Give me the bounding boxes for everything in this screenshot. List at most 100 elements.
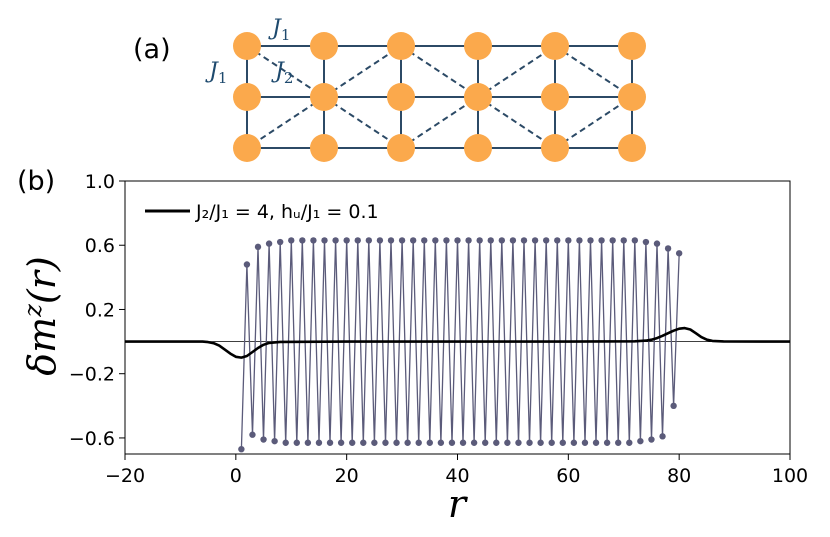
data-point [288,237,295,244]
data-point [293,439,300,446]
y-tick-label: 0.6 [85,235,115,257]
data-point [581,439,589,446]
data-point [243,261,251,268]
data-point [387,237,395,244]
diagonal-bond [246,45,325,98]
lattice-site [541,134,569,162]
data-point [509,237,517,244]
data-point [371,439,378,446]
data-point [249,431,256,438]
data-point [382,439,389,446]
data-point [443,237,450,244]
coupling-label-left: J1 [205,59,227,87]
data-point [432,237,439,244]
data-point [531,237,539,244]
y-tick-label: −0.6 [69,428,115,450]
data-point [260,436,267,443]
data-point [315,439,323,446]
data-point [421,237,428,244]
data-point [365,237,373,244]
coupling-label-diagonal: J2 [271,59,293,87]
data-point [559,439,566,446]
data-point [454,237,461,244]
data-point [326,439,334,446]
data-point [487,237,494,244]
panel-b-label: (b) [17,166,55,197]
data-point [238,445,245,453]
x-tick-label: −20 [105,465,145,487]
lattice-site [387,134,415,162]
legend: J₂/J₁ = 4, hᵤ/J₁ = 0.1 [145,201,379,223]
data-point [426,439,433,446]
diagonal-bond [477,96,556,149]
y-tick-label: −0.2 [69,364,115,386]
data-point [670,402,677,410]
data-point [515,439,522,446]
legend-entry: J₂/J₁ = 4, hᵤ/J₁ = 0.1 [195,201,379,223]
data-point [648,436,655,443]
lattice-diagonal-bonds [246,45,633,149]
lattice-site [464,83,492,111]
lattice-site [618,83,646,111]
diagonal-bond [323,96,402,149]
data-point [642,238,650,246]
data-point [254,243,262,251]
data-point [631,237,639,244]
data-point [465,237,472,244]
data-point [570,439,578,446]
lattice-site [310,83,338,111]
data-point [592,439,600,446]
lattice-sites [233,32,646,162]
data-point [360,439,367,446]
data-point [565,237,572,244]
data-point [587,237,594,244]
data-point [354,237,361,244]
data-point [493,439,500,446]
data-point [415,439,422,446]
data-point [476,237,483,244]
data-point [653,240,661,247]
x-axis-label: r [448,482,469,526]
panel-a-label: (a) [133,34,171,65]
data-point [343,237,350,244]
data-point [332,237,339,244]
y-tick-label: 0.2 [85,299,115,321]
series-main-line [125,326,791,359]
data-point [620,237,627,244]
data-point [626,439,633,446]
data-point [470,439,478,446]
lattice-site [310,32,338,60]
x-tick-label: 20 [335,465,359,487]
data-point [520,237,528,244]
data-point [598,237,605,244]
lattice-site [387,83,415,111]
diagonal-bond [323,45,402,98]
diagonal-bond [246,96,325,149]
panel-a: (a) J1 J1 J2 [133,16,646,162]
data-point [615,439,622,446]
data-point [299,237,306,244]
data-point [448,439,456,446]
data-point [542,237,550,244]
data-point [459,439,467,446]
lattice-site [387,32,415,60]
data-point [404,439,411,446]
x-tick-label: 40 [445,465,469,487]
lattice-site [464,134,492,162]
lattice-site [233,32,261,60]
y-axis-label: δmz(r) [19,256,64,375]
data-point [659,433,666,440]
data-point [337,439,345,446]
data-point [310,237,317,244]
data-point [393,439,400,446]
diagonal-bond [554,45,633,98]
data-point [548,439,555,446]
data-point [282,439,289,446]
data-point [554,237,561,244]
lattice-site [541,83,569,111]
data-point [526,439,533,446]
data-point [637,437,644,445]
plot-series [125,237,791,453]
